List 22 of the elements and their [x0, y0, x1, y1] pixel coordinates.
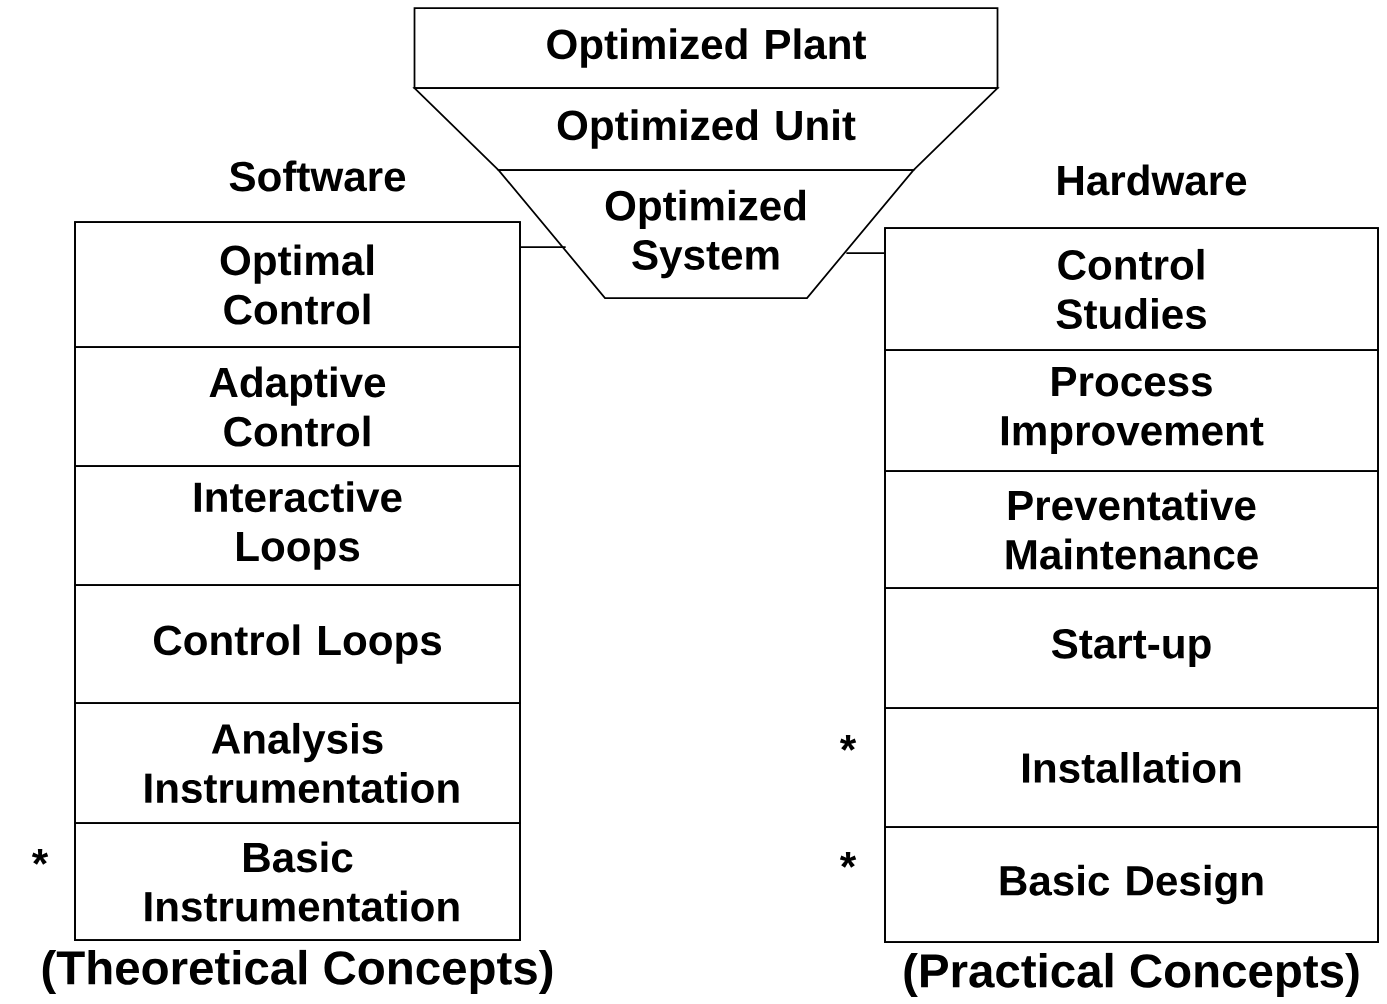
cell-box: Interactive Loops	[74, 465, 521, 586]
asterisk: *	[839, 735, 857, 751]
connector-line	[845, 252, 885, 254]
cell-box: Preventative Maintenance	[884, 470, 1379, 589]
cell-box: Control Loops	[74, 584, 521, 704]
funnel-box: Optimized Plant	[413, 7, 999, 89]
column-caption: (Practical Concepts)	[904, 952, 1359, 998]
asterisk: *	[839, 852, 857, 868]
cell-box: Basic Design	[884, 826, 1379, 943]
column-heading: Hardware	[1058, 164, 1247, 196]
cell-box: Process Improvement	[884, 349, 1379, 472]
cell-box: Optimal Control	[74, 221, 521, 348]
cell-box: Installation	[884, 707, 1379, 828]
column-caption: (Theoretical Concepts)	[42, 949, 553, 995]
connector-line	[520, 246, 567, 248]
asterisk: *	[31, 849, 49, 865]
cell-box: Adaptive Control	[74, 346, 521, 467]
column-heading: Software	[229, 160, 406, 192]
cell-box: Analysis Instrumentation	[74, 702, 521, 824]
cell-box: Basic Instrumentation	[74, 822, 521, 941]
cell-box: Start-up	[884, 587, 1379, 709]
cell-box: Control Studies	[884, 227, 1379, 351]
